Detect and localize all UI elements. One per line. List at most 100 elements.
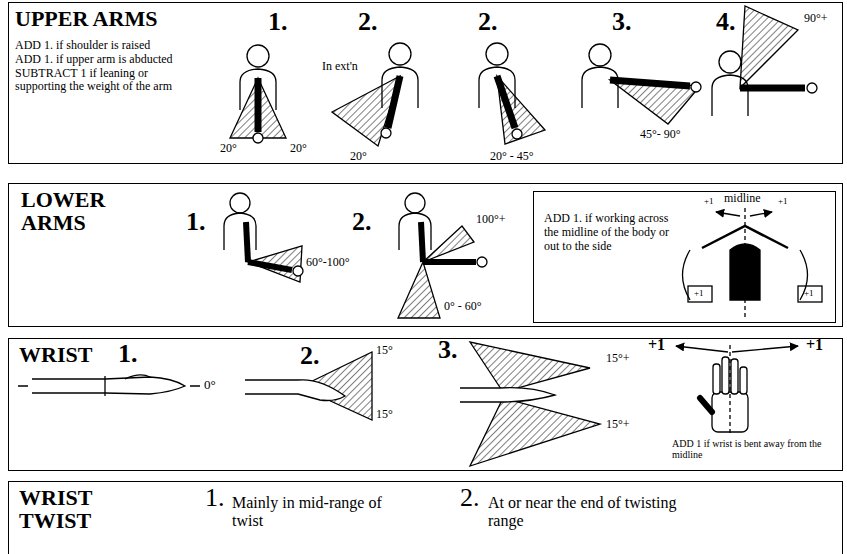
illustration-part: [388, 76, 400, 128]
section-title: WRIST TWIST: [19, 486, 131, 532]
illustration-part: [332, 76, 400, 146]
illustration-part: [732, 346, 798, 352]
angle-label: 20°: [290, 142, 307, 155]
illustration-part: [722, 357, 729, 394]
angle-label: +1: [694, 289, 704, 299]
angle-label: +1: [778, 197, 788, 207]
angle-label: 15°: [376, 344, 393, 357]
illustration-part: [589, 44, 611, 66]
illustration-part: [477, 257, 487, 267]
illustration-part: [497, 76, 545, 144]
step-number: 1.: [268, 8, 288, 37]
illustration-part: [18, 385, 28, 387]
angle-label: 0° - 60°: [444, 300, 482, 313]
note-box: ADD 1. if working across the midline of …: [533, 191, 836, 323]
step-number: 2.: [358, 8, 378, 37]
illustration-part: [32, 392, 105, 393]
illustration-part: [470, 342, 590, 392]
note-text: ADD 1. if upper arm is abducted: [15, 53, 175, 67]
illustration-part: [688, 286, 712, 302]
illustration-part: [399, 213, 431, 250]
angle-label: 15°+: [606, 352, 630, 365]
illustration-part: [230, 78, 286, 138]
angle-label: +1: [704, 197, 714, 207]
section-title: UPPER ARMS: [15, 7, 157, 30]
illustration-part: [740, 6, 798, 88]
illustration-part: [298, 380, 345, 401]
illustration-part: [713, 364, 720, 394]
illustration-part: [470, 398, 600, 466]
illustration-part: [248, 262, 292, 270]
illustration-part: [423, 226, 474, 262]
note-text: ADD 1 if wrist is bent away from the mid…: [672, 438, 842, 460]
illustration-part: [105, 377, 185, 394]
note-column: ADD 1. if shoulder is raisedADD 1. if up…: [15, 39, 175, 94]
illustration-part: [512, 129, 522, 139]
illustration-part: [247, 45, 269, 67]
step-number: 2.: [478, 8, 498, 37]
illustration-part: [700, 398, 712, 412]
illustration-part: [248, 246, 302, 282]
angle-label: 45°- 90°: [640, 128, 681, 141]
note-text: SUBTRACT 1 if leaning or supporting the …: [15, 67, 175, 95]
illustration-part: [423, 259, 476, 265]
illustration-part: [729, 345, 730, 436]
illustration-part: [798, 286, 822, 302]
step-number: +1: [648, 336, 665, 354]
angle-label: 20° - 45°: [490, 150, 534, 163]
illustration-part: [750, 212, 772, 216]
step-number: 4.: [716, 8, 736, 37]
illustration-part: [398, 262, 440, 318]
angle-label: 20°: [220, 142, 237, 155]
illustration-part: [683, 250, 691, 300]
section-title: WRIST: [19, 343, 92, 366]
note-text: ADD 1. if working across the midline of …: [544, 212, 684, 253]
illustration-part: [610, 80, 700, 124]
illustration-part: [610, 80, 690, 86]
illustration-part: [716, 212, 740, 216]
angle-label: 0°: [204, 378, 216, 392]
step-number: +1: [806, 336, 823, 354]
section-panel: LOWER ARMS ADD 1. if working across the m…: [8, 183, 843, 327]
angle-label: 1.: [205, 484, 225, 513]
illustration-part: [582, 67, 618, 108]
illustration-part: [246, 222, 248, 262]
illustration-part: [730, 244, 760, 300]
illustration-part: [486, 43, 508, 65]
illustration-part: [255, 78, 262, 132]
illustration-part: [293, 266, 303, 276]
angle-label: 90°+: [804, 12, 828, 25]
angle-label: 15°: [376, 408, 393, 421]
illustration-part: [676, 346, 728, 352]
illustration-part: [190, 385, 200, 387]
step-number: 2.: [300, 342, 320, 371]
illustration-part: [32, 378, 105, 379]
illustration-part: [421, 222, 423, 262]
illustration-part: [740, 367, 747, 394]
illustration-part: [224, 213, 256, 250]
illustration-part: [500, 388, 555, 402]
angle-label: 60°-100°: [306, 256, 350, 269]
angle-label: +1: [804, 289, 814, 299]
section-title: LOWER ARMS: [21, 188, 133, 234]
illustration-part: [460, 401, 500, 402]
angle-label: In ext'n: [322, 60, 358, 73]
angle-label: 100°+: [476, 213, 506, 226]
illustration-part: [702, 226, 788, 248]
illustration-part: [245, 379, 298, 380]
step-number: 1.: [118, 340, 138, 369]
illustration-part: [731, 359, 738, 394]
note-text: ADD 1. if shoulder is raised: [15, 39, 175, 53]
illustration-part: [460, 387, 500, 388]
illustration-part: [405, 193, 425, 213]
illustration-part: [245, 393, 298, 394]
step-number: 3.: [438, 336, 458, 365]
section-panel: WRIST TWIST: [8, 481, 843, 554]
illustration-part: [807, 83, 817, 93]
note-text: At or near the end of twisting range: [488, 494, 693, 529]
illustration-part: [719, 51, 741, 73]
illustration-part: [230, 193, 250, 213]
illustration-part: [740, 85, 805, 92]
step-number: 1.: [186, 208, 206, 237]
angle-label: 15°+: [606, 418, 630, 431]
